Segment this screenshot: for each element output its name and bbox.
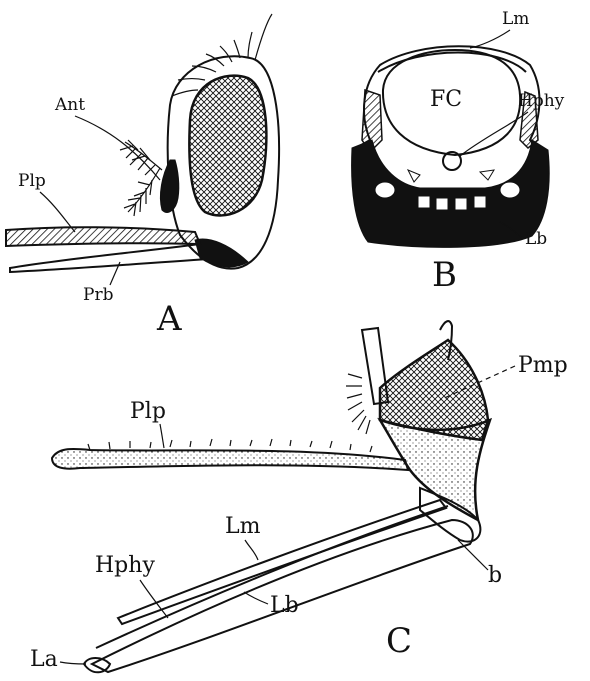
panel-letter-c: C — [386, 621, 412, 661]
leader-lb-c — [244, 592, 268, 604]
leader-b — [458, 540, 488, 570]
label-pmp: Pmp — [518, 353, 568, 378]
label-plp-a: Plp — [18, 171, 46, 191]
compound-eye — [189, 76, 266, 216]
leader-ant — [75, 116, 160, 180]
label-lm-b: Lm — [502, 9, 529, 29]
arista — [120, 140, 162, 216]
label-lb-b: Lb — [525, 229, 547, 249]
label-lb-c: Lb — [270, 593, 299, 618]
leader-lm-c — [245, 540, 258, 560]
label-b: b — [488, 563, 502, 588]
label-hphy-c: Hphy — [95, 553, 155, 578]
leader-plp-a — [40, 192, 75, 232]
leader-hphy-b — [460, 112, 528, 156]
leader-la — [60, 662, 86, 664]
leader-plp-c — [160, 424, 164, 448]
panel-c: Plp Pmp Lm Hphy Lb b La C — [30, 321, 568, 672]
label-prb: Prb — [83, 285, 114, 305]
label-lm-c: Lm — [225, 514, 261, 539]
label-hphy-b: Hphy — [518, 91, 565, 111]
panel-letter-a: A — [156, 299, 182, 339]
labella — [84, 658, 110, 672]
panel-b: Lm FC Hphy Lb B — [352, 9, 565, 295]
label-ant: Ant — [54, 95, 85, 115]
prementum-bristles — [346, 374, 370, 434]
proboscis-base — [195, 239, 248, 267]
label-fc: FC — [430, 87, 462, 112]
label-la: La — [30, 647, 58, 672]
palp-c — [52, 449, 408, 470]
panel-letter-b: B — [432, 255, 457, 295]
leader-lm-b — [470, 30, 510, 48]
label-plp-c: Plp — [130, 399, 166, 424]
palp — [6, 227, 200, 246]
panel-a: Ant Plp Prb A — [6, 14, 279, 339]
antenna — [160, 160, 178, 212]
